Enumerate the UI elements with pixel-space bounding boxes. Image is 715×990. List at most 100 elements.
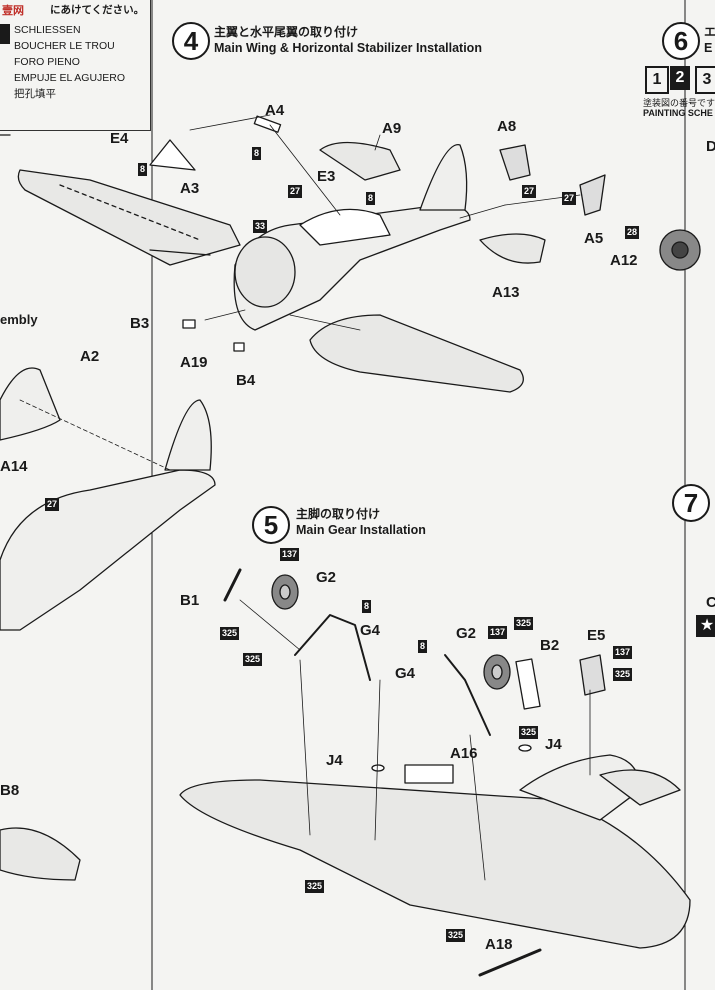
door-b1 [223, 568, 242, 602]
tail-a19 [164, 399, 212, 471]
part-a4 [253, 115, 282, 133]
legend-box: 壹网 にあけてください。 SCHLIESSEN BOUCHER LE TROU … [0, 0, 151, 131]
part-label-g2-right: G2 [456, 625, 477, 642]
part-label-a14: A14 [0, 458, 28, 475]
part-label-a12: A12 [610, 252, 638, 269]
part-label-b2: B2 [540, 637, 560, 654]
badge-27-fuselage: 27 [45, 498, 60, 511]
badge-8-e4: 8 [138, 163, 148, 176]
badge-8-g4-right: 8 [418, 640, 428, 653]
cowling [234, 236, 296, 308]
step-5-title-jp: 主脚の取り付け [296, 507, 381, 521]
stabilizer-a13 [479, 233, 546, 264]
badge-137-g2-right: 137 [488, 626, 508, 639]
fuselage-left-partial [0, 367, 61, 441]
badge-27-a: 27 [288, 185, 303, 198]
badge-137-e5: 137 [613, 646, 633, 659]
part-label-a4: A4 [265, 102, 285, 119]
badge-8-a4: 8 [252, 147, 262, 160]
door-b2 [515, 658, 541, 710]
step-6-title-partial: エ [704, 25, 715, 39]
badge-325-wing: 325 [305, 880, 325, 893]
paint-badge-1: 1 [645, 66, 669, 94]
badge-8-g4-left: 8 [362, 600, 372, 613]
part-label-a8: A8 [497, 118, 517, 135]
legend-line-4: EMPUJE EL AGUJERO [14, 72, 126, 84]
part-a5 [579, 174, 606, 216]
left-assembly-label: embly [0, 312, 38, 327]
part-label-a9: A9 [382, 120, 402, 137]
part-label-a19: A19 [180, 354, 208, 371]
paint-badge-2: 2 [670, 66, 690, 90]
label-d-partial: D [706, 138, 715, 155]
left-main-wing [17, 169, 241, 266]
part-label-g4-right: G4 [395, 665, 416, 682]
label-c-partial: C [706, 594, 715, 611]
part-a3 [149, 139, 196, 171]
part-label-e3: E3 [317, 168, 336, 185]
part-label-b8: B8 [0, 782, 20, 799]
step-6-number: 6 [662, 22, 700, 60]
badge-325-wing-2: 325 [446, 929, 466, 942]
part-label-a16: A16 [450, 745, 478, 762]
paint-badge-3: 3 [695, 66, 715, 94]
stabilizer-a9 [319, 141, 401, 181]
paint-note-jp: 塗装図の番号です [643, 98, 715, 108]
badge-27-a8: 27 [522, 185, 537, 198]
legend-line-1: SCHLIESSEN [14, 24, 81, 36]
legend-line-5: 把孔填平 [14, 88, 56, 100]
step-5-title-en: Main Gear Installation [296, 523, 426, 537]
badge-27-a5: 27 [562, 192, 577, 205]
wing-b8-partial [0, 827, 81, 881]
part-e5 [579, 654, 606, 696]
strut-g4-right [444, 654, 491, 736]
badge-33: 33 [253, 220, 268, 233]
part-b4 [233, 342, 245, 352]
part-label-g2-left: G2 [316, 569, 337, 586]
step-4-number: 4 [172, 22, 210, 60]
badge-325-g4-left: 325 [243, 653, 263, 666]
badge-325-b2: 325 [514, 617, 534, 630]
badge-325-e5: 325 [613, 668, 633, 681]
step-4-title-jp: 主翼と水平尾翼の取り付け [214, 25, 359, 39]
tailplane-step5 [599, 769, 681, 806]
vertical-tail [419, 144, 468, 211]
badge-8-e3: 8 [366, 192, 376, 205]
part-label-a3: A3 [180, 180, 200, 197]
strut-g4-left [294, 614, 371, 681]
paint-note-en: PAINTING SCHE [643, 108, 713, 118]
canopy [299, 208, 391, 246]
part-j4-right [518, 744, 532, 752]
badge-325-a16: 325 [519, 726, 539, 739]
right-main-wing [309, 314, 524, 393]
legend-marker [0, 24, 10, 44]
part-label-e4: E4 [110, 130, 129, 147]
step-5-number: 5 [252, 506, 290, 544]
badge-325-b1: 325 [220, 627, 240, 640]
part-label-a5: A5 [584, 230, 604, 247]
part-label-b3: B3 [130, 315, 150, 332]
star-icon: ★ [696, 615, 715, 637]
wing-assembly-step5 [179, 779, 691, 949]
part-label-b4: B4 [236, 372, 256, 389]
step-7-number: 7 [672, 484, 710, 522]
badge-137-g2-left: 137 [280, 548, 300, 561]
part-label-e5: E5 [587, 627, 606, 644]
part-a16 [404, 764, 454, 784]
part-label-j4-right: J4 [545, 736, 562, 753]
step-6-subtitle-partial: E [704, 41, 713, 55]
fuselage-step4 [233, 204, 471, 331]
part-label-a2: A2 [80, 348, 100, 365]
step-4-title-en: Main Wing & Horizontal Stabilizer Instal… [214, 41, 482, 55]
part-j4-left [371, 764, 385, 772]
part-label-b1: B1 [180, 592, 200, 609]
part-a8 [499, 144, 531, 181]
legend-jp-header: にあけてください。 [50, 4, 145, 16]
watermark-logo: 壹网 [2, 5, 24, 17]
part-a18 [478, 948, 542, 977]
part-label-a18: A18 [485, 936, 513, 953]
part-b3 [182, 319, 196, 329]
part-label-j4-left: J4 [326, 752, 343, 769]
legend-line-2: BOUCHER LE TROU [14, 40, 115, 52]
